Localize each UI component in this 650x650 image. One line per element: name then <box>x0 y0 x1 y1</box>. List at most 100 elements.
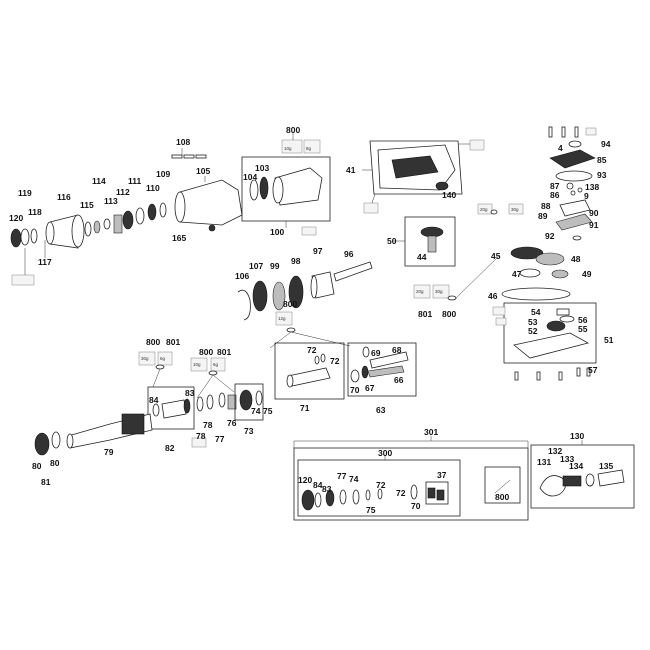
label-801a: 801 <box>418 309 432 319</box>
ring-67 <box>361 365 369 379</box>
label-57: 57 <box>588 365 598 375</box>
ring-118 <box>30 228 38 244</box>
label-109: 109 <box>156 169 170 179</box>
label-91: 91 <box>589 220 599 230</box>
tool-holder-assembly: 30g 6g 10g 6g <box>34 351 264 456</box>
label-118: 118 <box>28 207 42 217</box>
gear-111 <box>122 210 134 230</box>
piston-71 <box>287 367 331 387</box>
gear-48 <box>535 252 565 266</box>
tube-116-end <box>71 214 85 248</box>
label-68: 68 <box>392 345 402 355</box>
label-801b: 801 <box>166 337 180 347</box>
label-134: 134 <box>569 461 583 471</box>
label-94: 94 <box>601 139 611 149</box>
label-120: 120 <box>9 213 23 223</box>
assembly-box-130 <box>530 440 635 509</box>
oring-93 <box>555 170 593 182</box>
gear-50 <box>420 226 444 238</box>
label-301: 301 <box>424 427 438 437</box>
crank-66 <box>367 365 405 378</box>
bearing-assembly <box>237 261 373 321</box>
svg-text:8g: 8g <box>306 146 312 151</box>
label-77a: 77 <box>215 434 225 444</box>
label-41: 41 <box>346 165 356 175</box>
label-63: 63 <box>376 405 386 415</box>
label-72c: 72 <box>376 480 386 490</box>
svg-text:6g: 6g <box>213 362 219 367</box>
assembly-box-100: 10g 8g <box>241 133 331 236</box>
holder-82 <box>161 399 187 419</box>
label-800a: 800 <box>286 125 300 135</box>
ring-83 <box>183 398 191 414</box>
label-71: 71 <box>300 403 310 413</box>
grease-tags-mid-right: 20g 30g <box>413 254 501 301</box>
label-300: 300 <box>378 448 392 458</box>
assembly-box-50: 20g 30g <box>392 203 524 267</box>
bearing-99 <box>272 281 286 311</box>
label-98: 98 <box>291 256 301 266</box>
label-90: 90 <box>589 208 599 218</box>
label-82: 82 <box>165 443 175 453</box>
pin-108a <box>171 154 183 159</box>
screw-a <box>548 126 553 138</box>
label-55: 55 <box>578 324 588 334</box>
ring-70b <box>410 484 418 500</box>
part-52 <box>546 320 566 332</box>
label-54: 54 <box>531 307 541 317</box>
label-66: 66 <box>394 375 404 385</box>
pin-108c <box>195 154 207 159</box>
rod-68 <box>369 351 409 369</box>
screw-57 <box>514 371 519 381</box>
label-135: 135 <box>599 461 613 471</box>
cover-assembly <box>548 126 597 241</box>
strap-131 <box>539 475 566 497</box>
part-37b <box>436 489 445 501</box>
label-85: 85 <box>597 155 607 165</box>
label-84b: 84 <box>313 480 323 490</box>
label-117: 117 <box>38 257 52 267</box>
label-84a: 84 <box>149 395 159 405</box>
label-800d: 800 <box>146 337 160 347</box>
label-70a: 70 <box>350 385 360 395</box>
label-131: 131 <box>537 457 551 467</box>
bearing-107 <box>252 280 268 312</box>
label-56: 56 <box>578 315 588 325</box>
ring-74 <box>239 389 253 411</box>
label-800c: 800 <box>283 299 297 309</box>
ring-134 <box>585 473 595 487</box>
label-103: 103 <box>255 163 269 173</box>
grease-tag-12g: 12g <box>269 311 351 349</box>
label-45: 45 <box>491 251 501 261</box>
ring-75 <box>255 390 263 406</box>
ring-113 <box>103 218 111 230</box>
cover-85 <box>549 149 596 169</box>
label-88: 88 <box>541 201 551 211</box>
label-78a: 78 <box>203 420 213 430</box>
label-70b: 70 <box>411 501 421 511</box>
label-115: 115 <box>80 200 94 210</box>
screw-165 <box>208 224 216 232</box>
label-89: 89 <box>538 211 548 221</box>
label-133: 133 <box>560 454 574 464</box>
label-81: 81 <box>41 477 51 487</box>
label-9: 9 <box>584 191 589 201</box>
label-76: 76 <box>227 418 237 428</box>
label-37: 37 <box>437 470 447 480</box>
ring-120 <box>10 228 22 248</box>
label-97: 97 <box>313 246 323 256</box>
label-80a: 80 <box>32 461 42 471</box>
svg-text:30g: 30g <box>435 289 443 294</box>
ring-80 <box>51 431 61 449</box>
label-46: 46 <box>488 291 498 301</box>
assembly-box-63 <box>347 342 417 397</box>
ring-114 <box>93 220 101 234</box>
label-48: 48 <box>571 254 581 264</box>
svg-text:10g: 10g <box>193 362 201 367</box>
label-86: 86 <box>550 190 560 200</box>
ring-78a <box>196 396 204 412</box>
label-110: 110 <box>146 183 160 193</box>
label-800e: 800 <box>199 347 213 357</box>
pin-108b <box>183 154 195 159</box>
